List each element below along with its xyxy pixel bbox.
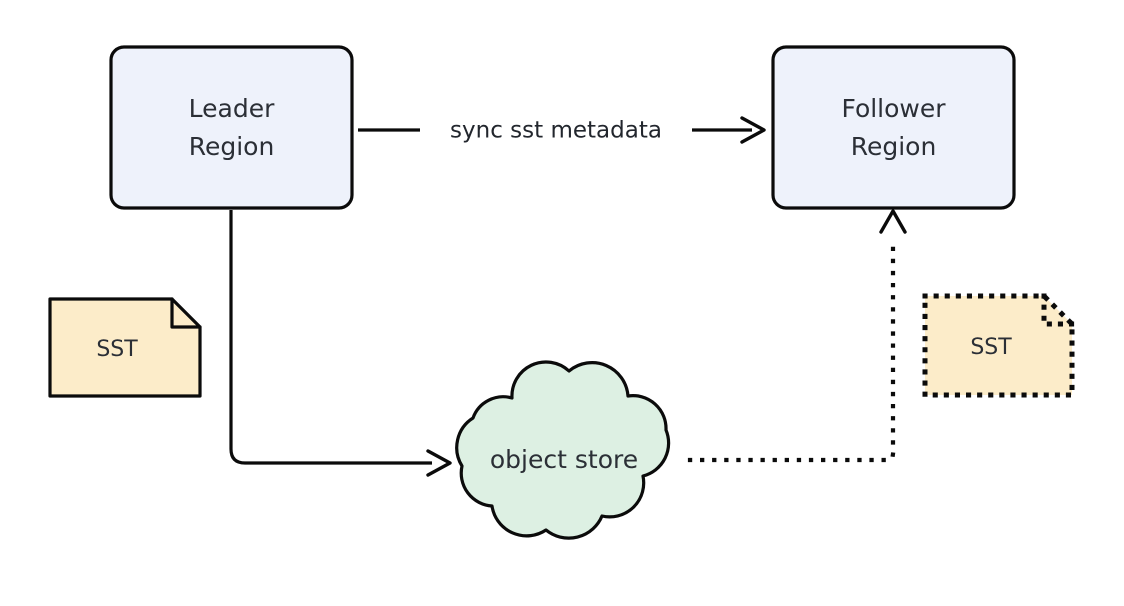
object-store-label: object store (490, 445, 638, 474)
download-edge-path (687, 235, 896, 463)
edge-leader-to-object-store (229, 210, 452, 477)
upload-edge-path (229, 210, 432, 465)
follower-region-box[interactable] (771, 45, 1016, 210)
follower-region-label-line2: Region (851, 132, 937, 161)
edge-label-sync: sync sst metadata (450, 118, 662, 144)
sst-leader-label: SST (96, 337, 138, 362)
node-object-store[interactable]: object store (455, 360, 671, 540)
sst-leader-note-body[interactable] (48, 297, 202, 398)
node-follower-region[interactable]: Follower Region (771, 45, 1016, 210)
upload-edge-arrowhead (426, 449, 452, 477)
sst-follower-label: SST (970, 335, 1012, 360)
sync-edge-arrowhead (740, 116, 766, 144)
leader-region-box[interactable] (109, 45, 354, 210)
leader-region-label-line1: Leader (189, 94, 275, 123)
download-edge-arrowhead (879, 209, 907, 234)
node-leader-region[interactable]: Leader Region (109, 45, 354, 210)
sst-leader-note-fold (170, 297, 202, 329)
sst-follower-note-fold (1041, 293, 1075, 327)
node-sst-leader[interactable]: SST (48, 297, 202, 398)
sync-edge-label: sync sst metadata (450, 118, 662, 144)
edge-object-store-to-follower (687, 209, 907, 463)
sst-follower-note-fill (925, 296, 1072, 395)
node-sst-follower[interactable]: SST (922, 293, 1075, 398)
leader-region-label-line2: Region (189, 132, 275, 161)
object-store-cloud-shape[interactable] (455, 360, 671, 540)
edge-sync-sst-metadata (358, 116, 766, 144)
follower-region-label-line1: Follower (841, 94, 946, 123)
sst-follower-note-border[interactable] (922, 293, 1075, 398)
